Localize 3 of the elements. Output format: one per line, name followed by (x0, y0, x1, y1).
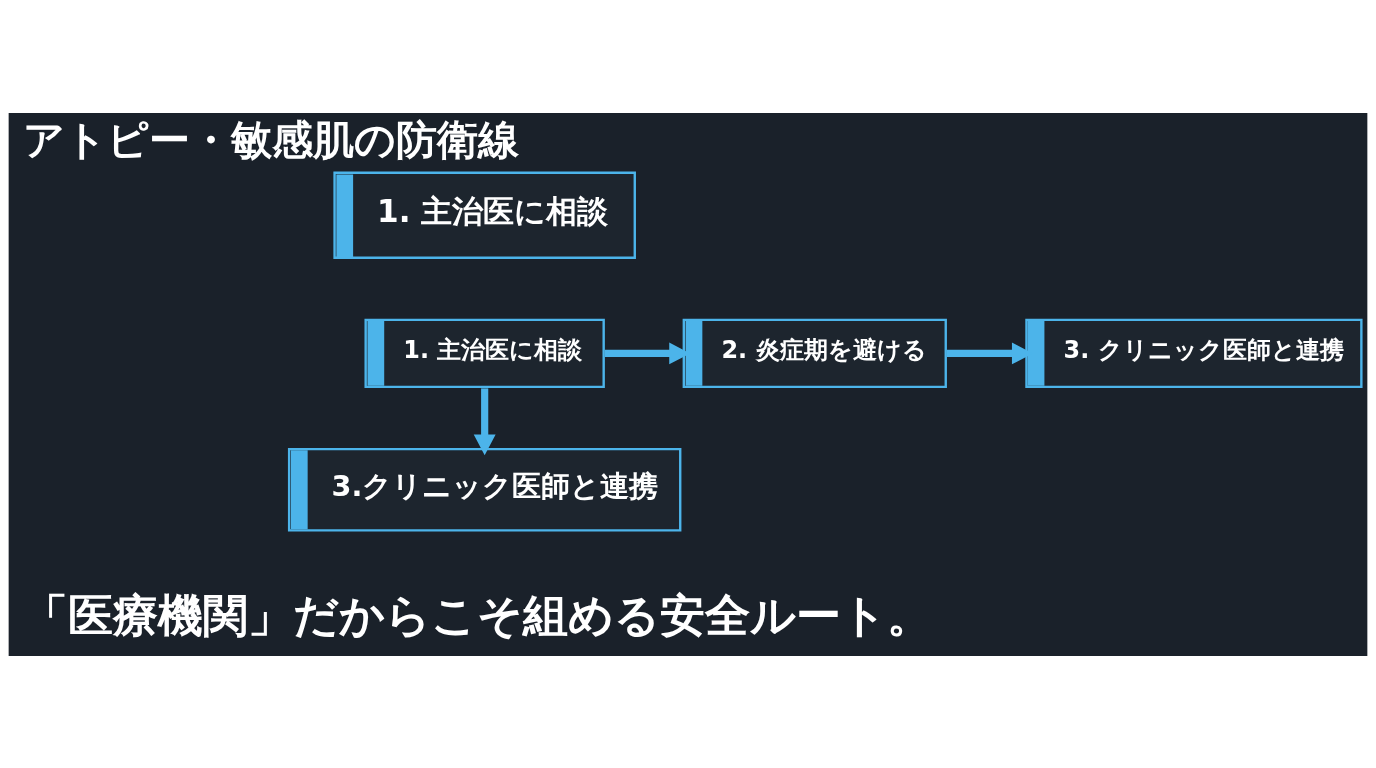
arrow (473, 387, 496, 455)
caption: 「医療機関」だからこそ組める安全ルート。 (23, 588, 932, 642)
diagram-title: アトピー・敏感肌の防衛線 (23, 115, 519, 164)
